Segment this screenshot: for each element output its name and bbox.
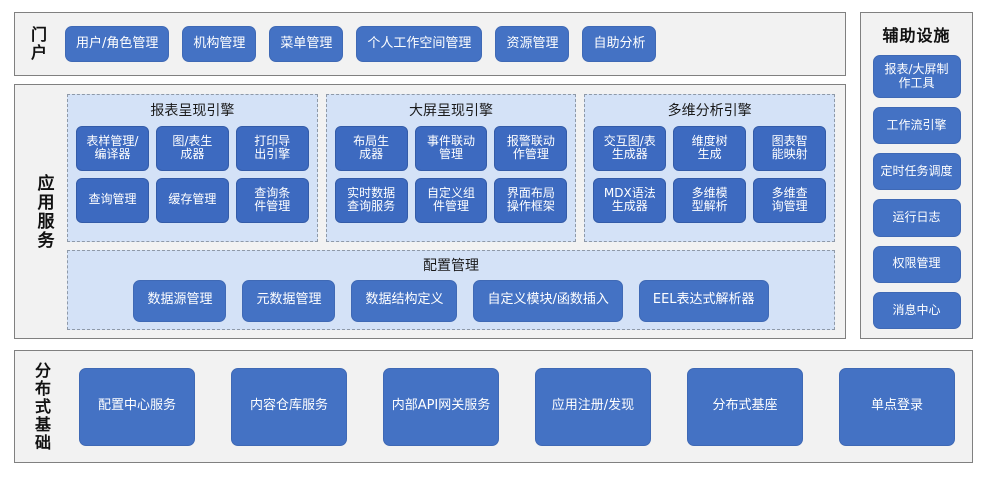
engine1-item-template-management-compiler[interactable]: 表样管理/ 编译器 (76, 125, 149, 171)
engine-panel-multidimensional-analysis: 多维分析引擎 交互图/表 生成器 维度树 生成 图表智 能映射 MDX语法 生成… (584, 93, 836, 242)
engine-title-multidimensional-analysis: 多维分析引擎 (667, 102, 752, 119)
engine2-item-custom-component-management[interactable]: 自定义组 件管理 (414, 177, 488, 223)
engine1-item-query-management[interactable]: 查询管理 (76, 177, 149, 223)
engine3-item-interactive-chart-table-generator[interactable]: 交互图/表 生成器 (593, 125, 667, 171)
aux-item-permission-management[interactable]: 权限管理 (872, 245, 961, 283)
config-item-datasource-management[interactable]: 数据源管理 (133, 279, 227, 322)
config-item-data-structure-definition[interactable]: 数据结构定义 (351, 279, 458, 322)
portal-item-org-management[interactable]: 机构管理 (182, 26, 257, 62)
portal-button-group: 用户/角色管理 机构管理 菜单管理 个人工作空间管理 资源管理 自助分析 (59, 26, 657, 62)
engine-panel-dashboard-rendering: 大屏呈现引擎 布局生 成器 事件联动 管理 报警联动 作管理 实时数据 查询服务… (325, 93, 577, 242)
infra-item-config-center-service[interactable]: 配置中心服务 (79, 367, 195, 446)
engine2-item-realtime-data-query-service[interactable]: 实时数据 查询服务 (334, 177, 408, 223)
configuration-management-title: 配置管理 (423, 257, 479, 274)
engine3-item-multidimensional-query-management[interactable]: 多维查 询管理 (753, 177, 827, 223)
engine1-item-print-export-engine[interactable]: 打印导 出引擎 (235, 125, 309, 171)
config-item-metadata-management[interactable]: 元数据管理 (242, 279, 336, 322)
engine3-item-dimension-tree-generation[interactable]: 维度树 生成 (673, 125, 747, 171)
engine3-item-multidimensional-model-parsing[interactable]: 多维模 型解析 (673, 177, 747, 223)
application-service-band: 应用服务 报表呈现引擎 表样管理/ 编译器 图/表生 成器 打印导 出引擎 查询… (14, 84, 846, 339)
configuration-management-button-group: 数据源管理 元数据管理 数据结构定义 自定义模块/函数插入 EEL表达式解析器 (133, 279, 769, 322)
engine-panel-report-rendering: 报表呈现引擎 表样管理/ 编译器 图/表生 成器 打印导 出引擎 查询管理 缓存… (67, 93, 318, 242)
application-service-band-label: 应用服务 (33, 173, 54, 250)
config-item-custom-module-function-insertion[interactable]: 自定义模块/函数插入 (473, 279, 623, 322)
portal-band: 门户 用户/角色管理 机构管理 菜单管理 个人工作空间管理 资源管理 自助分析 (14, 12, 846, 76)
aux-item-report-dashboard-authoring-tool[interactable]: 报表/大屏制 作工具 (872, 55, 961, 99)
distributed-infrastructure-band-label: 分布式基础 (32, 361, 51, 452)
infra-item-app-registry-discovery[interactable]: 应用注册/发现 (535, 367, 651, 446)
portal-band-label: 门户 (28, 26, 47, 62)
aux-item-workflow-engine[interactable]: 工作流引擎 (872, 107, 961, 145)
engine-grid-report-rendering: 表样管理/ 编译器 图/表生 成器 打印导 出引擎 查询管理 缓存管理 查询条 … (68, 125, 317, 229)
engine2-item-layout-generator[interactable]: 布局生 成器 (334, 125, 408, 171)
portal-item-user-role-management[interactable]: 用户/角色管理 (65, 26, 170, 62)
infra-item-content-repository-service[interactable]: 内容仓库服务 (231, 367, 347, 446)
auxiliary-facilities-title: 辅助设施 (882, 26, 951, 45)
portal-item-resource-management[interactable]: 资源管理 (495, 26, 570, 62)
configuration-management-panel: 配置管理 数据源管理 元数据管理 数据结构定义 自定义模块/函数插入 EEL表达… (67, 249, 835, 330)
engine1-item-chart-table-generator[interactable]: 图/表生 成器 (155, 125, 229, 171)
distributed-infrastructure-band: 分布式基础 配置中心服务 内容仓库服务 内部API网关服务 应用注册/发现 分布… (14, 350, 973, 463)
engine2-item-alarm-linkage-action-management[interactable]: 报警联动 作管理 (494, 125, 568, 171)
infra-item-distributed-base[interactable]: 分布式基座 (687, 367, 803, 446)
engine1-item-cache-management[interactable]: 缓存管理 (155, 177, 229, 223)
engine2-item-event-linkage-management[interactable]: 事件联动 管理 (414, 125, 488, 171)
engine-title-dashboard-rendering: 大屏呈现引擎 (409, 102, 493, 119)
engines-row: 报表呈现引擎 表样管理/ 编译器 图/表生 成器 打印导 出引擎 查询管理 缓存… (67, 93, 836, 242)
infra-item-internal-api-gateway-service[interactable]: 内部API网关服务 (383, 367, 499, 446)
engine-grid-dashboard-rendering: 布局生 成器 事件联动 管理 报警联动 作管理 实时数据 查询服务 自定义组 件… (327, 125, 576, 229)
distributed-infrastructure-button-group: 配置中心服务 内容仓库服务 内部API网关服务 应用注册/发现 分布式基座 单点… (61, 367, 955, 446)
auxiliary-facilities-panel: 辅助设施 报表/大屏制 作工具 工作流引擎 定时任务调度 运行日志 权限管理 消… (860, 12, 973, 339)
application-service-content: 报表呈现引擎 表样管理/ 编译器 图/表生 成器 打印导 出引擎 查询管理 缓存… (67, 93, 836, 330)
engine3-item-mdx-syntax-generator[interactable]: MDX语法 生成器 (593, 177, 667, 223)
portal-item-menu-management[interactable]: 菜单管理 (269, 26, 344, 62)
aux-item-runtime-log[interactable]: 运行日志 (872, 199, 961, 237)
infra-item-single-sign-on[interactable]: 单点登录 (839, 367, 955, 446)
portal-item-self-service-analysis[interactable]: 自助分析 (582, 26, 657, 62)
engine-grid-multidimensional-analysis: 交互图/表 生成器 维度树 生成 图表智 能映射 MDX语法 生成器 多维模 型… (585, 125, 834, 229)
engine1-item-query-condition-management[interactable]: 查询条 件管理 (235, 177, 309, 223)
aux-item-scheduled-task-scheduler[interactable]: 定时任务调度 (872, 153, 961, 191)
aux-item-message-center[interactable]: 消息中心 (872, 291, 961, 329)
portal-item-personal-workspace-management[interactable]: 个人工作空间管理 (356, 26, 483, 62)
engine3-item-chart-smart-mapping[interactable]: 图表智 能映射 (753, 125, 827, 171)
engine2-item-ui-layout-operation-framework[interactable]: 界面布局 操作框架 (494, 177, 568, 223)
engine-title-report-rendering: 报表呈现引擎 (150, 102, 235, 119)
config-item-eel-expression-parser[interactable]: EEL表达式解析器 (638, 279, 769, 322)
